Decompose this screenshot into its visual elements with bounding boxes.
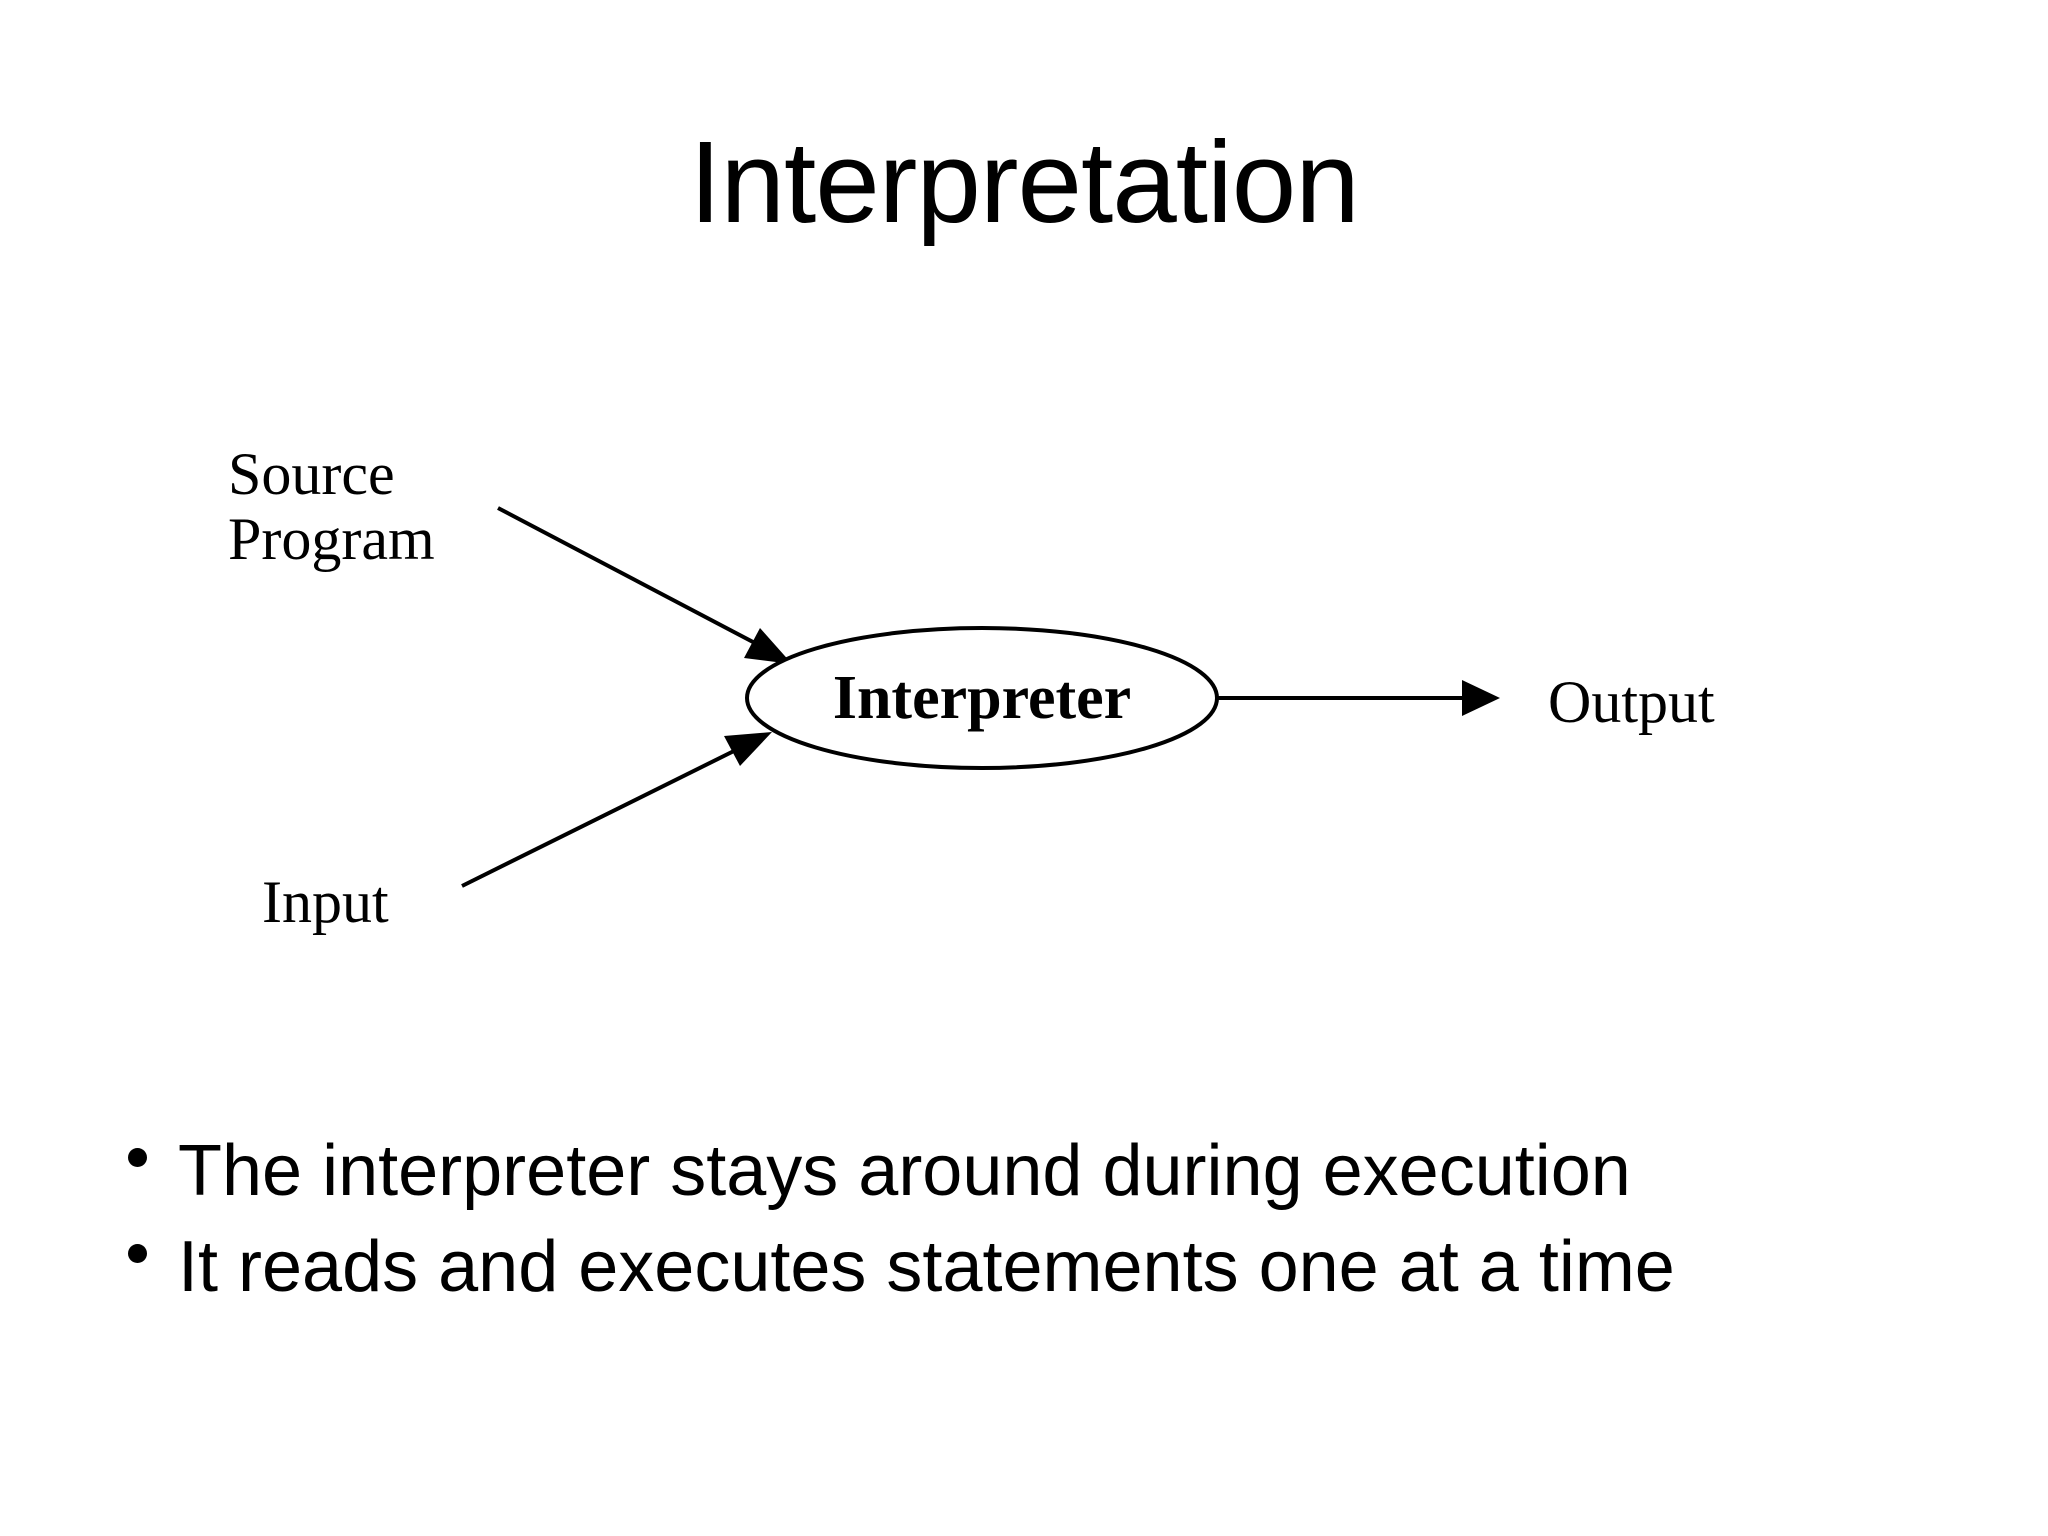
edge-source-program-to-interpreter [497, 506, 792, 664]
label-source-program: Source Program [228, 441, 435, 572]
list-item-label: The interpreter stays around during exec… [178, 1131, 1631, 1211]
edge-interpreter-to-output [1206, 680, 1500, 716]
bullet-point-icon [128, 1148, 147, 1167]
label-output: Output [1548, 669, 1715, 735]
bullet-list: The interpreter stays around during exec… [126, 1124, 1986, 1316]
edge-input-to-interpreter [461, 732, 772, 888]
interpreter-ellipse [745, 626, 1219, 770]
list-item: It reads and executes statements one at … [126, 1220, 1986, 1316]
diagram-graphic: Interpreter [461, 506, 1500, 888]
arrowhead-icon [744, 628, 792, 664]
arrowhead-icon [1462, 680, 1500, 716]
interpretation-diagram: Interpreter Source Program Input Output [0, 380, 2048, 1000]
page-title: Interpretation [689, 117, 1360, 247]
list-item: The interpreter stays around during exec… [126, 1124, 1986, 1220]
list-item-label: It reads and executes statements one at … [178, 1226, 1675, 1307]
arrowhead-icon [724, 732, 772, 766]
node-interpreter[interactable]: Interpreter [745, 626, 1219, 770]
interpreter-node-label: Interpreter [833, 664, 1131, 732]
label-input: Input [262, 869, 389, 935]
bullet-point-icon [128, 1243, 147, 1263]
